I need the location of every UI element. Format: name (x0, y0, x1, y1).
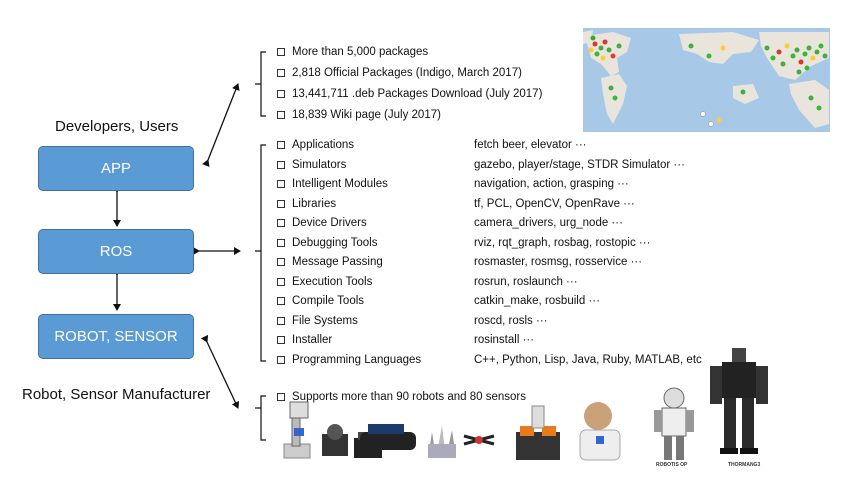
category-examples: fetch beer, elevator ··· (474, 139, 587, 151)
checkbox-icon (277, 48, 285, 56)
stat-item: 13,441,711 .deb Packages Download (July … (277, 87, 542, 101)
checkbox-icon (277, 69, 285, 77)
drone-figure (463, 434, 495, 446)
checkbox-icon (277, 258, 285, 266)
checkbox-icon (277, 111, 285, 119)
arrow-app-stats (202, 83, 240, 168)
category-examples: rviz, rqt_graph, rosbag, rostopic ··· (474, 236, 651, 249)
category-examples: roscd, rosls ··· (474, 314, 548, 327)
checkbox-icon (277, 316, 285, 325)
checkbox-icon (277, 238, 285, 247)
thormang3-figure (710, 348, 768, 454)
ros-box: ROS (38, 229, 194, 274)
stat-item: 2,818 Official Packages (Indigo, March 2… (277, 66, 522, 80)
arrow-robot-robots (200, 334, 240, 409)
category-item: Execution Tools (277, 275, 372, 289)
category-examples: rosinstall ··· (474, 334, 535, 346)
brace-robots (255, 395, 266, 441)
checkbox-icon (277, 180, 285, 188)
checkbox-icon (277, 393, 285, 401)
manufacturer-caption: Robot, Sensor Manufacturer (22, 386, 211, 403)
app-box: APP (38, 146, 194, 191)
category-item: File Systems (277, 314, 358, 328)
humanoid-torso-figure (579, 402, 621, 461)
robotis-op-caption: ROBOTIS OP (656, 462, 688, 468)
stat-item: More than 5,000 packages (277, 45, 428, 59)
world-map-image (583, 28, 830, 132)
robot-sensor-box: ROBOT, SENSOR (38, 314, 194, 359)
checkbox-icon (277, 219, 285, 227)
category-examples: tf, PCL, OpenCV, OpenRave ··· (474, 197, 635, 210)
category-examples: catkin_make, rosbuild ··· (474, 295, 600, 307)
category-item: Device Drivers (277, 216, 367, 230)
mobile-manipulator-figure (516, 405, 560, 460)
category-item: Intelligent Modules (277, 177, 388, 191)
checkbox-icon (277, 355, 285, 364)
checkbox-icon (277, 277, 285, 286)
category-item: Simulators (277, 158, 346, 172)
category-examples: rosmaster, rosmsg, rosservice ··· (474, 256, 643, 268)
stat-item: 18,839 Wiki page (July 2017) (277, 108, 441, 122)
category-item: Compile Tools (277, 294, 364, 308)
category-examples: camera_drivers, urg_node ··· (474, 217, 623, 229)
category-item: Debugging Tools (277, 236, 377, 250)
category-item: Applications (277, 138, 354, 152)
category-item: Message Passing (277, 255, 383, 269)
category-examples: gazebo, player/stage, STDR Simulator ··· (474, 158, 685, 171)
robot-hand-figure (428, 426, 456, 458)
category-item: Libraries (277, 197, 336, 211)
robot-lineup-image (283, 348, 768, 461)
checkbox-icon (277, 141, 285, 149)
category-item: Programming Languages (277, 353, 421, 367)
brace-categories (255, 144, 266, 362)
developers-users-caption: Developers, Users (55, 118, 179, 135)
checkbox-icon (277, 297, 285, 305)
robots-summary: Supports more than 90 robots and 80 sens… (277, 390, 526, 404)
brace-stats (255, 51, 266, 117)
checkbox-icon (277, 336, 285, 344)
checkbox-icon (277, 160, 285, 169)
checkbox-icon (277, 199, 285, 208)
category-examples: rosrun, roslaunch ··· (474, 275, 578, 288)
checkbox-icon (277, 90, 285, 98)
category-examples: navigation, action, grasping ··· (474, 178, 629, 190)
tracked-robot-figure (360, 424, 416, 450)
category-item: Installer (277, 333, 332, 347)
robotis-op-figure (654, 387, 694, 460)
category-examples: C++, Python, Lisp, Java, Ruby, MATLAB, e… (474, 353, 702, 366)
thormang3-caption: THORMANG3 (728, 462, 761, 468)
robot-arm-figure (283, 401, 311, 459)
